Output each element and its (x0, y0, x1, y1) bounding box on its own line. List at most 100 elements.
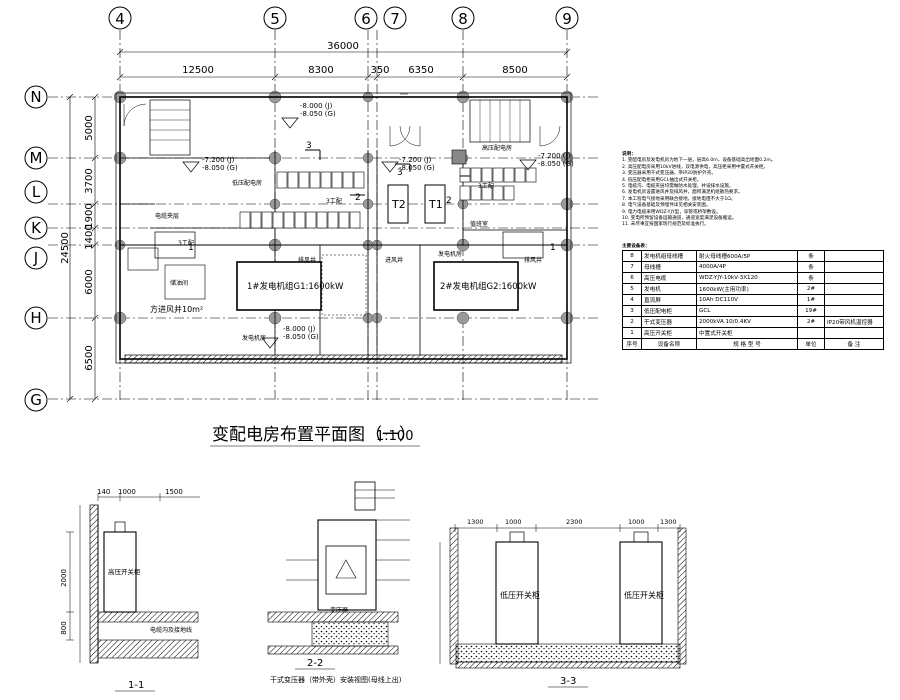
dim-x-5: 8500 (502, 65, 527, 76)
axis-label-K: K (31, 219, 42, 237)
axis-label-J: J (33, 249, 38, 267)
axis-label-G: G (30, 391, 42, 409)
dim-x-4: 6350 (408, 65, 433, 76)
cell-no: 2 (622, 316, 642, 328)
dim-y-3: 1900 (84, 203, 95, 228)
table-row: 6 高压电缆 WDZ-YJY-10kV-3X120 条 (622, 272, 884, 284)
cell-unit: 2# (797, 283, 825, 295)
dim-y-4: 1400 (84, 224, 95, 249)
elevation-tag-4b: -8.050 (G) (538, 160, 574, 168)
header-no: 序号 (622, 338, 642, 350)
axis-label-4: 4 (115, 10, 125, 28)
dim-y-1: 5000 (84, 115, 95, 140)
header-spec: 规 格 型 号 (696, 338, 798, 350)
axis-bubbles-x (108, 6, 579, 30)
note-item: 2. 高压配电房采用10kV进线，双电源供电，高压柜采用中置式开关柜。 (622, 164, 769, 170)
room-label-gen-1: 发电机房 (242, 334, 266, 342)
note-item: 1. 变配电房及发电机房为地下一层，层高6.0m，设备基础高出地面0.2m。 (622, 158, 776, 164)
notes-list: 1. 变配电房及发电机房为地下一层，层高6.0m，设备基础高出地面0.2m。 2… (622, 158, 884, 228)
cell-name: 发电机 (641, 283, 697, 295)
generator-2-label: 2#发电机组G2:1600kW (440, 281, 537, 292)
cell-no: 3 (622, 305, 642, 317)
bay-label-c: 3工配 (178, 240, 194, 247)
cell-name: 直流屏 (641, 294, 697, 306)
cell-no: 5 (622, 283, 642, 295)
cell-unit (797, 327, 825, 339)
building-walls (115, 92, 572, 364)
table-row: 2 干式变压器 2000kVA 10/0.4KV 2# IP20带风机温控器 (622, 316, 884, 328)
elevation-tag-3: -7.200 (J) (399, 156, 432, 164)
tag-2: 2 (355, 193, 361, 203)
equipment-table: 主要设备表： 8 发电机组母线槽 耐火母线槽600A/5P 条 7 母线槽 40… (622, 243, 884, 350)
plan-scale: 1:100 (376, 429, 413, 444)
table-header-row: 序号 设备名称 规 格 型 号 单位 备 注 (622, 338, 884, 350)
cell-name: 高压电缆 (641, 272, 697, 284)
dim-x-1: 12500 (182, 65, 214, 76)
axis-label-L: L (32, 183, 41, 201)
table-row: 4 直流屏 10Ah DC110V 1# (622, 294, 884, 306)
equipment-grid: 8 发电机组母线槽 耐火母线槽600A/5P 条 7 母线槽 4000A/4P … (622, 250, 884, 350)
elevation-tag-1b: -8.050 (G) (300, 110, 336, 118)
s3-dim-a: 1300 (467, 518, 484, 526)
s2-subtitle: 干式变压器（带外壳）安装视图(母线上出) (270, 675, 402, 684)
cell-unit: 条 (797, 272, 825, 284)
s3-cabinet-right: 低压开关柜 (624, 590, 664, 600)
dimension-lines-left (66, 93, 99, 403)
dim-y-6: 6500 (84, 345, 95, 370)
section-3-3 (439, 524, 687, 669)
cell-no: 8 (622, 250, 642, 262)
note-item: 4. 低压配电柜采用GCL抽出式开关柜。 (622, 177, 702, 183)
s2-title: 2-2 (307, 658, 323, 669)
generators (127, 247, 519, 311)
lv-switchgear (239, 149, 537, 229)
s3-dim-e: 1300 (660, 518, 677, 526)
cell-name: 干式变压器 (641, 316, 697, 328)
s1-dim-h1: 2000 (60, 569, 68, 587)
table-row: 3 低压配电柜 GCL 19# (622, 305, 884, 317)
axis-bubbles-y (24, 85, 48, 412)
room-label-shaft-a: 排风井 (298, 256, 316, 264)
cell-spec: WDZ-YJY-10kV-3X120 (696, 272, 798, 284)
room-label-hv: 高压配电房 (482, 144, 512, 152)
cell-note (824, 272, 884, 284)
note-item: 9. 电力电缆采用WDZ-YJY型，穿管或桥架敷设。 (622, 209, 721, 215)
tag-1-right: 1 (550, 243, 556, 253)
room-label-vent: 方进风井10m² (150, 304, 203, 314)
axis-label-H: H (30, 309, 41, 327)
elevation-tag-2b: -8.050 (G) (202, 164, 238, 172)
dim-y-2: 3700 (84, 168, 95, 193)
s3-dim-c: 2300 (566, 518, 583, 526)
cell-note (824, 283, 884, 295)
cell-spec: GCL (696, 305, 798, 317)
cell-unit: 条 (797, 250, 825, 262)
cell-no: 6 (622, 272, 642, 284)
table-row: 5 发电机 1600kW(主用功率) 2# (622, 283, 884, 295)
cell-unit: 条 (797, 261, 825, 273)
cell-unit: 1# (797, 294, 825, 306)
cell-name: 高压开关柜 (641, 327, 697, 339)
dim-x-2: 8300 (308, 65, 333, 76)
s1-title: 1-1 (128, 680, 144, 691)
room-label-fuel: 储油间 (170, 279, 188, 287)
axis-label-9: 9 (562, 10, 572, 28)
cell-note (824, 261, 884, 273)
note-item: 11. 未尽事宜按国家现行规范及标准执行。 (622, 222, 709, 228)
room-label-lv: 低压配电房 (232, 179, 262, 187)
tag-2-right: 2 (446, 196, 452, 206)
s3-cabinet-left: 低压开关柜 (500, 590, 540, 600)
dim-overall-x: 36000 (327, 41, 359, 52)
s1-cabinet-label: 高压开关柜 (108, 567, 141, 576)
header-note: 备 注 (824, 338, 884, 350)
s3-dim-b: 1000 (505, 518, 522, 526)
elevation-tag-5b: -8.050 (G) (283, 333, 319, 341)
plan-title: 变配电房布置平面图（一） (212, 425, 416, 445)
s3-title: 3-3 (560, 676, 576, 687)
dimension-lines-top (116, 48, 571, 81)
cell-no: 1 (622, 327, 642, 339)
note-item: 6. 发电机房设置进风井及排风井，面积满足机组散热要求。 (622, 190, 743, 196)
cell-spec: 2000kVA 10/0.4KV (696, 316, 798, 328)
cell-note (824, 327, 884, 339)
elevation-tag-4: -7.200 (J) (538, 152, 571, 160)
table-row: 7 母线槽 4000A/4P 条 (622, 261, 884, 273)
s1-dim-b: 1000 (118, 488, 136, 496)
